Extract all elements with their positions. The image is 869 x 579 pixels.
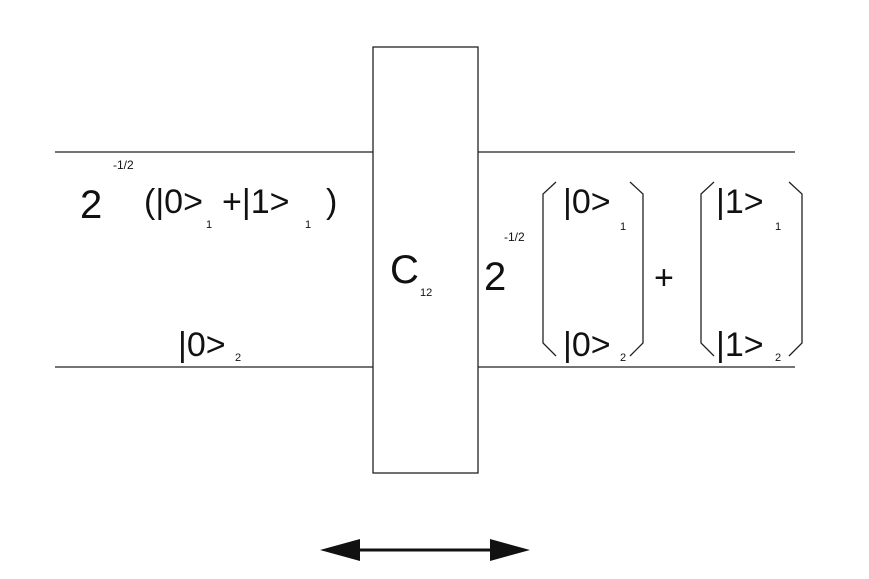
- input-qubit2-ket: |0>: [178, 326, 226, 364]
- output-plus: +: [654, 259, 674, 297]
- col2-top-ket: |1>: [716, 183, 764, 221]
- input-qubit1-ket0: (|0>: [144, 183, 203, 221]
- input-qubit2-sub: 2: [235, 352, 241, 364]
- col2-left-paren: [700, 181, 715, 357]
- input-qubit1-sub-b: 1: [305, 219, 311, 231]
- arrow-head-right: [490, 539, 530, 561]
- output-prefactor-exp: -1/2: [504, 230, 525, 244]
- input-qubit1-close: ): [326, 183, 337, 221]
- gate-symbol: C: [390, 248, 419, 292]
- col1-left-paren: [542, 181, 557, 357]
- output-prefactor-base: 2: [484, 255, 506, 299]
- arrow-head-left: [320, 539, 360, 561]
- col1-top-sub: 1: [620, 221, 626, 233]
- col2-top-sub: 1: [775, 221, 781, 233]
- col2-bottom-ket: |1>: [716, 326, 764, 364]
- col1-bottom-sub: 2: [620, 352, 626, 364]
- input-prefactor-exp: -1/2: [113, 158, 134, 172]
- input-qubit1-ket1: +|1>: [222, 183, 289, 221]
- col1-right-paren: [629, 181, 644, 357]
- input-prefactor-base: 2: [80, 183, 102, 227]
- col1-top-ket: |0>: [563, 183, 611, 221]
- col1-bottom-ket: |0>: [563, 326, 611, 364]
- gate-box: [372, 46, 479, 474]
- input-qubit1-sub-a: 1: [206, 219, 212, 231]
- gate-index: 12: [420, 287, 432, 299]
- col2-bottom-sub: 2: [775, 352, 781, 364]
- col2-right-paren: [788, 181, 803, 357]
